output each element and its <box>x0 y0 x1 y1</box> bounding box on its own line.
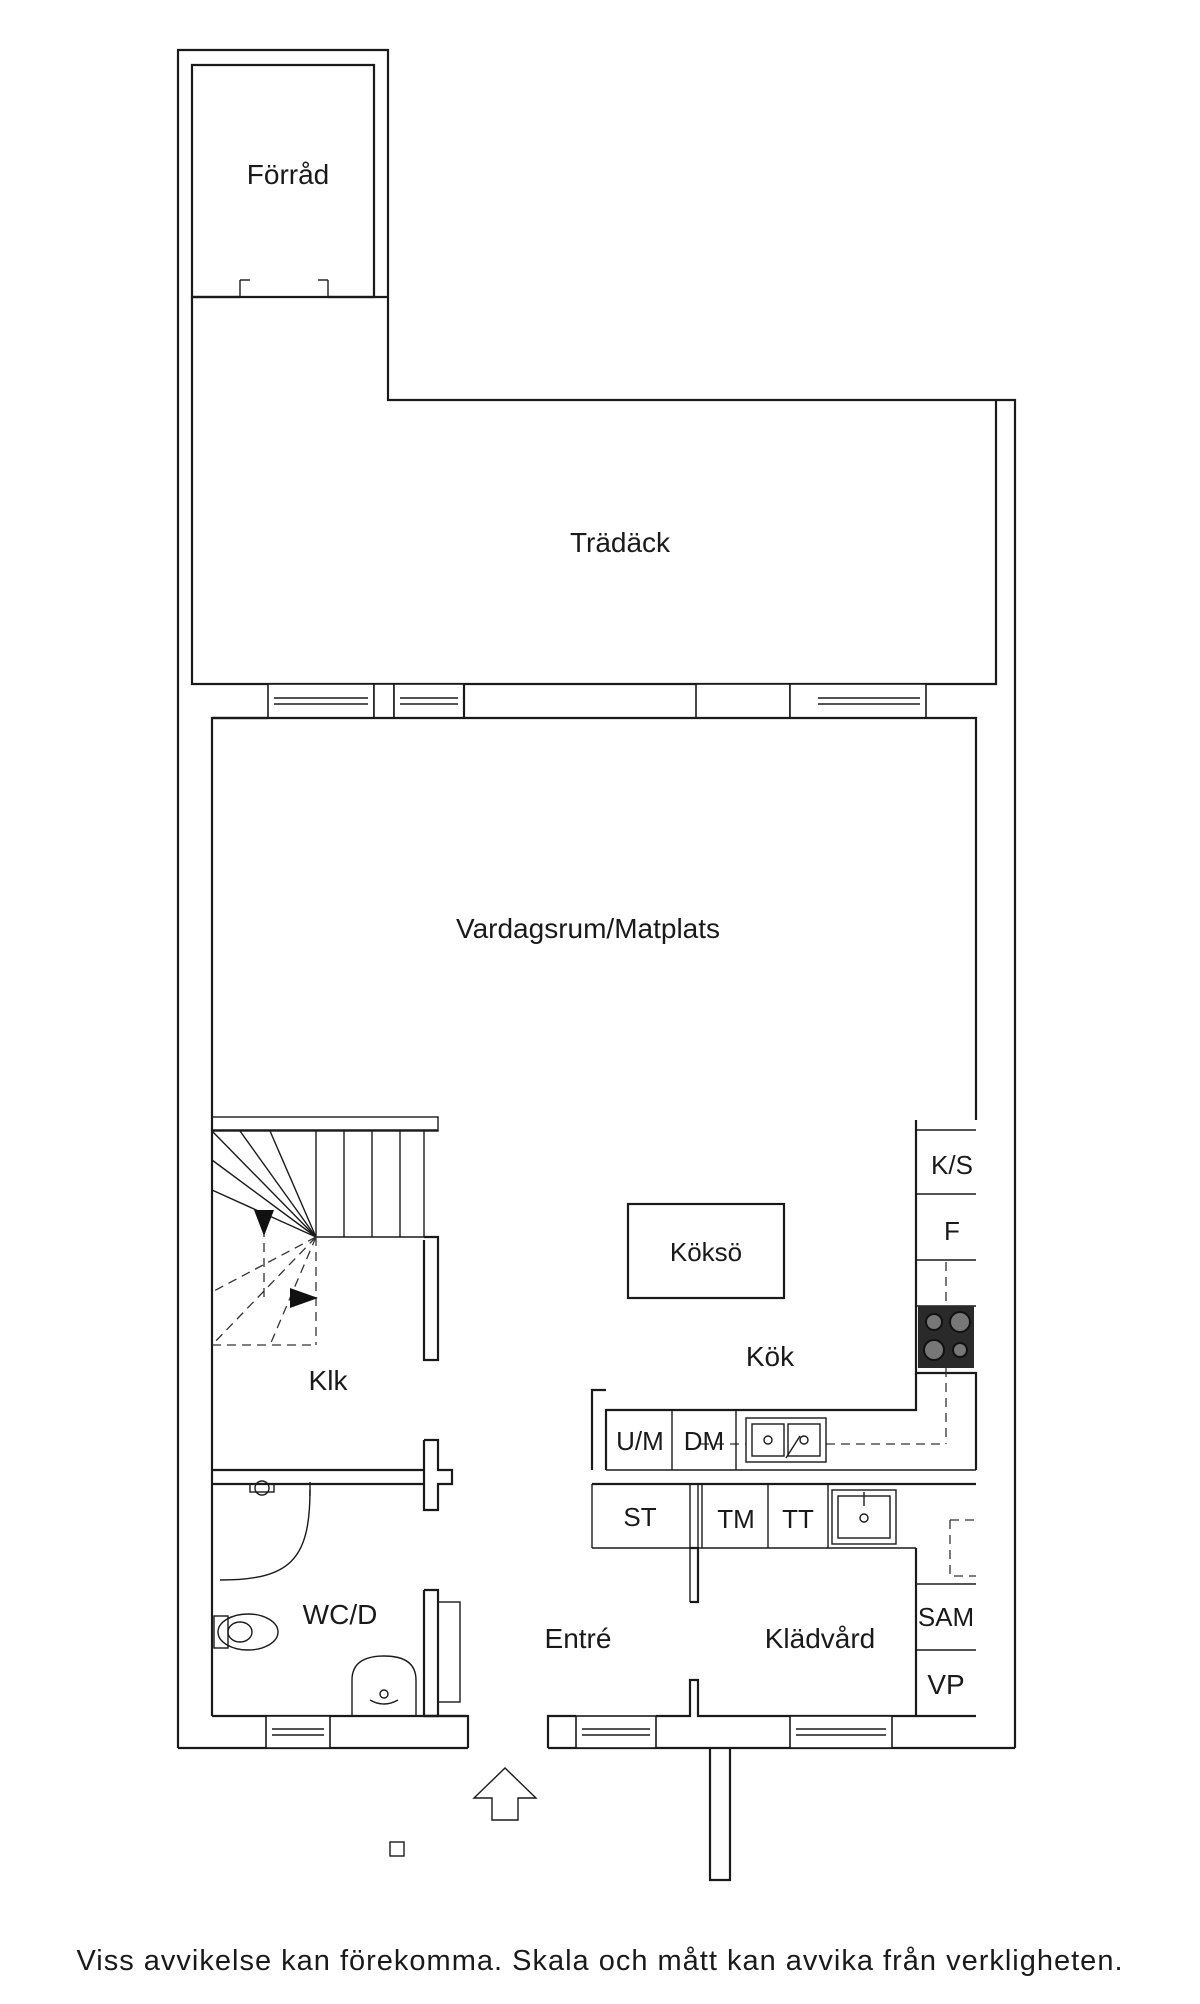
label-tradack: Trädäck <box>570 527 671 558</box>
window-2 <box>373 683 395 719</box>
stair-arrow-right <box>290 1288 318 1308</box>
kitchen <box>590 1120 978 1749</box>
label-klk: Klk <box>309 1365 349 1396</box>
toilet-icon <box>213 1613 279 1651</box>
sink-icon <box>351 1655 417 1716</box>
door-opening <box>695 683 791 719</box>
entrance-arrow-icon <box>472 1767 538 1821</box>
label-ks: K/S <box>931 1150 973 1180</box>
label-vp: VP <box>927 1669 964 1700</box>
label-um: U/M <box>616 1426 664 1456</box>
label-f: F <box>944 1216 960 1246</box>
window-3 <box>393 683 465 719</box>
shower-head-icon <box>249 1480 275 1496</box>
wcd-wall <box>422 1588 440 1718</box>
label-vardagsrum: Vardagsrum/Matplats <box>456 913 720 944</box>
label-kladvard: Klädvård <box>765 1623 876 1654</box>
utility-sink-icon <box>831 1489 897 1545</box>
window-1 <box>267 683 375 719</box>
kitchen-island <box>626 1202 786 1300</box>
tradack-edge <box>190 297 998 686</box>
window-4 <box>789 683 927 719</box>
staircase <box>211 1116 440 1362</box>
outer-wall <box>176 48 1017 1748</box>
label-tm: TM <box>717 1504 755 1534</box>
house-inner-wall <box>210 716 978 1716</box>
label-koksO: Köksö <box>670 1237 742 1267</box>
entre-window <box>575 1715 657 1749</box>
label-kok: Kök <box>746 1341 795 1372</box>
small-square <box>389 1841 405 1857</box>
label-forrad: Förråd <box>247 159 329 190</box>
label-dm: DM <box>684 1426 724 1456</box>
fence-post <box>708 1748 732 1882</box>
label-wcd: WC/D <box>303 1599 378 1630</box>
label-entre: Entré <box>545 1623 612 1654</box>
double-sink-icon <box>745 1417 827 1463</box>
stair-arrow-down <box>254 1210 274 1236</box>
label-sam: SAM <box>918 1602 974 1632</box>
wc-window <box>265 1715 331 1749</box>
shower-curtain <box>219 1489 311 1581</box>
kladvard-window <box>789 1715 893 1749</box>
label-st: ST <box>623 1502 656 1532</box>
label-tt: TT <box>782 1504 814 1534</box>
disclaimer: Viss avvikelse kan förekomma. Skala och … <box>76 1945 1123 1977</box>
